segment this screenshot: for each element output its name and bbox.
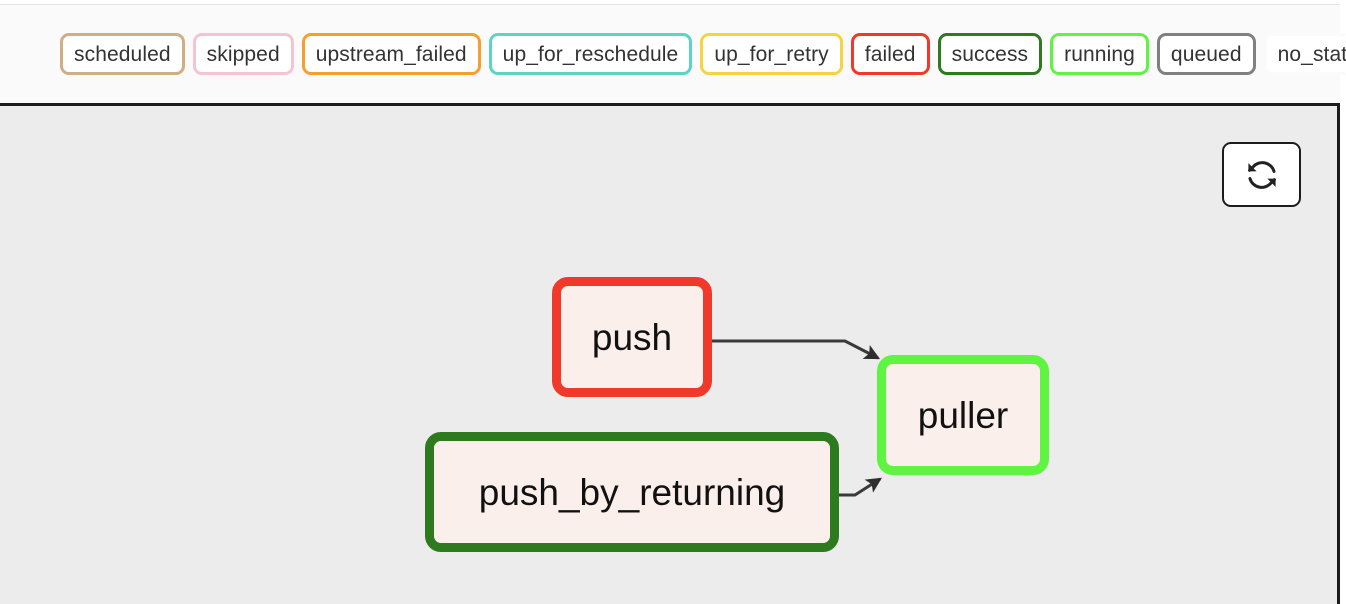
legend-badge-running[interactable]: running <box>1050 33 1149 75</box>
refresh-icon <box>1245 158 1279 192</box>
task-node-label: push <box>591 316 673 358</box>
legend-badge-success[interactable]: success <box>937 33 1043 75</box>
task-node-push[interactable]: push <box>552 277 712 397</box>
legend-badge-up-for-retry[interactable]: up_for_retry <box>700 33 843 75</box>
edge-push-to-puller <box>712 339 881 360</box>
task-node-label: push_by_returning <box>478 471 786 513</box>
edge-push-by-returning-to-puller <box>839 477 882 497</box>
legend-badge-queued[interactable]: queued <box>1156 33 1256 75</box>
legend-badge-scheduled[interactable]: scheduled <box>60 33 185 75</box>
task-node-label: puller <box>917 394 1009 436</box>
task-node-puller[interactable]: puller <box>877 355 1049 475</box>
legend-badge-skipped[interactable]: skipped <box>192 33 294 75</box>
refresh-button[interactable] <box>1222 142 1301 207</box>
task-node-push-by-returning[interactable]: push_by_returning <box>425 432 839 552</box>
top-divider <box>0 4 1340 5</box>
legend-badge-up-for-reschedule[interactable]: up_for_reschedule <box>488 33 693 75</box>
legend-badge-upstream-failed[interactable]: upstream_failed <box>301 33 481 75</box>
legend-badge-failed[interactable]: failed <box>850 33 930 75</box>
legend-badge-no-status[interactable]: no_status <box>1263 33 1346 75</box>
